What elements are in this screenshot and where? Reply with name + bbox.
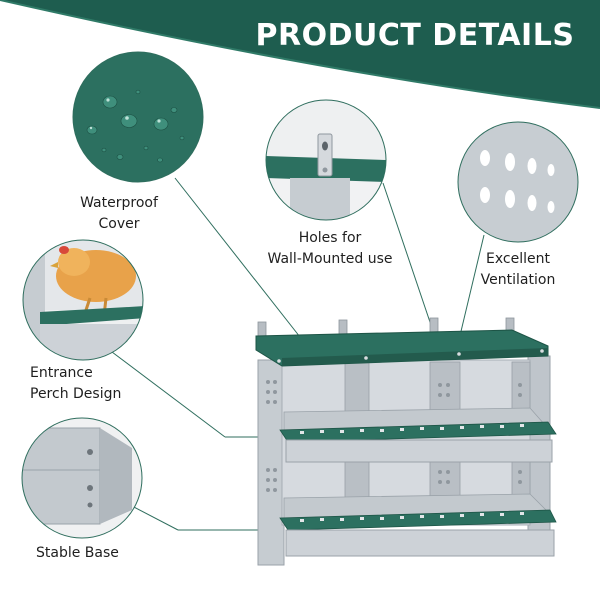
ventilation-label: Excellent Ventilation — [468, 249, 568, 291]
waterproof-cover-callout — [72, 51, 204, 183]
header-banner — [0, 0, 600, 109]
entrance-perch-label: Entrance Perch Design — [30, 363, 148, 405]
nesting-box-product — [255, 317, 557, 566]
entrance-perch-line1: Entrance — [30, 365, 93, 381]
waterproof-cover-line2: Cover — [98, 216, 140, 232]
waterproof-cover-label: Waterproof Cover — [64, 193, 174, 235]
entrance-perch-line2: Perch Design — [30, 386, 122, 402]
ventilation-line1: Excellent — [486, 251, 550, 267]
wall-holes-line2: Wall-Mounted use — [267, 251, 393, 267]
page-title: PRODUCT DETAILS — [255, 18, 575, 53]
stable-base-line1: Stable Base — [36, 545, 119, 561]
entrance-perch-callout — [22, 239, 144, 361]
wall-holes-label: Holes for Wall-Mounted use — [260, 228, 400, 270]
ventilation-callout — [457, 121, 579, 243]
waterproof-cover-line1: Waterproof — [80, 195, 158, 211]
ventilation-line2: Ventilation — [480, 272, 556, 288]
stable-base-callout — [21, 417, 143, 539]
wall-holes-line1: Holes for — [298, 230, 362, 246]
stable-base-label: Stable Base — [36, 543, 146, 564]
wall-holes-callout — [265, 99, 387, 221]
